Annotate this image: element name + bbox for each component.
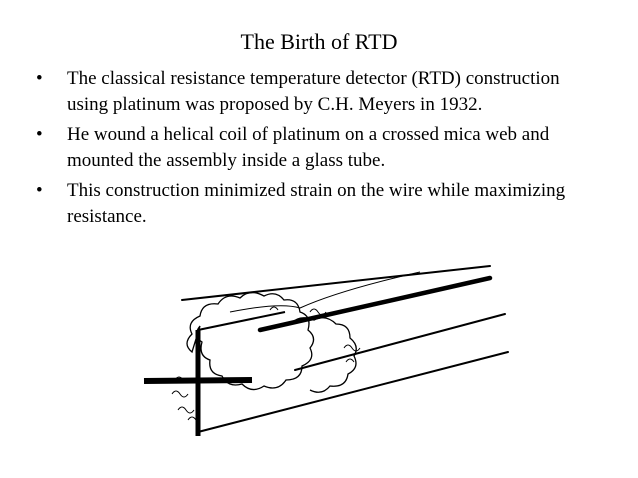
bullet-marker: • [36,180,43,201]
slide-title: The Birth of RTD [240,29,398,54]
tube-upper-line [181,265,491,301]
coil-outline-left [186,291,315,391]
coil-outline-right [289,317,357,393]
bullet-item: • The classical resistance temperature d… [36,66,596,118]
tube-lower-line [197,351,509,433]
bullet-text: The classical resistance temperature det… [67,68,560,115]
tube-thick-line [257,275,493,333]
bullet-list: • The classical resistance temperature d… [36,66,596,234]
tube-middle-line [294,313,506,371]
rtd-construction-drawing [143,265,509,436]
bullet-item: • He wound a helical coil of platinum on… [36,122,596,174]
bullet-marker: • [36,68,43,89]
bullet-text: This construction minimized strain on th… [67,180,566,227]
lead-wire [229,271,421,313]
mica-web-horizontal [143,377,253,384]
mica-web-top-edge [197,311,286,331]
bullet-marker: • [36,124,43,145]
bullet-item: • This construction minimized strain on … [36,178,596,230]
bullet-text: He wound a helical coil of platinum on a… [67,124,550,171]
